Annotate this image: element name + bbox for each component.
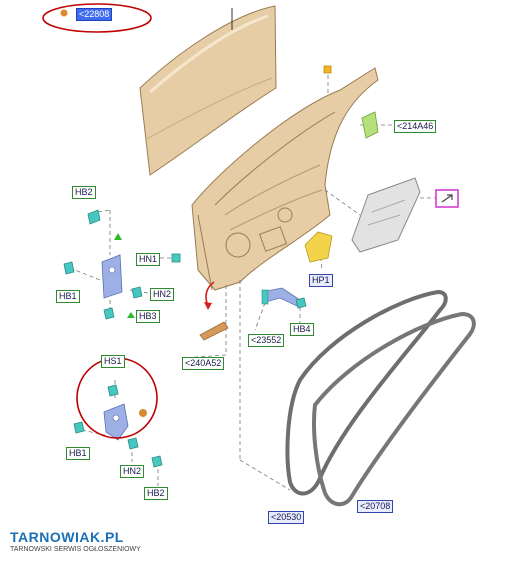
- part-label-HB1-upper[interactable]: HB1: [56, 290, 80, 303]
- part-label-HN1[interactable]: HN1: [136, 253, 161, 266]
- pin-icon[interactable]: [114, 233, 122, 240]
- trim-panel[interactable]: [351, 177, 421, 253]
- bolt-icon[interactable]: [87, 209, 101, 225]
- part-label-20530[interactable]: <20530: [268, 511, 305, 524]
- bolt-icon[interactable]: [131, 286, 143, 299]
- bolt-icon[interactable]: [73, 421, 85, 434]
- part-label-HB4[interactable]: HB4: [290, 323, 314, 336]
- lock-part[interactable]: [304, 231, 333, 263]
- pin-icon[interactable]: [127, 312, 135, 318]
- part-label-HS1[interactable]: HS1: [101, 355, 125, 368]
- clip-part[interactable]: [323, 65, 332, 74]
- watermark-tagline: TARNOWSKI SERWIS OGŁOSZENIOWY: [10, 546, 141, 553]
- bolt-icon[interactable]: [63, 261, 75, 275]
- door-seal-inner[interactable]: [312, 311, 476, 507]
- part-label-214A46[interactable]: <214A46: [394, 120, 437, 133]
- bolt-icon[interactable]: [127, 437, 139, 450]
- part-label-23552[interactable]: <23552: [248, 334, 285, 347]
- highlight-circle-top: [42, 3, 152, 33]
- bolt-icon[interactable]: [171, 253, 181, 263]
- bolt-icon[interactable]: [151, 455, 163, 468]
- watermark-name: TARNOWIAK.PL: [10, 529, 124, 545]
- part-label-HB2-upper[interactable]: HB2: [72, 186, 96, 199]
- part-label-HB2-lower[interactable]: HB2: [144, 487, 168, 500]
- weatherstrip-part[interactable]: [361, 111, 379, 139]
- bolt-icon[interactable]: [295, 297, 307, 309]
- external-link-icon[interactable]: [435, 189, 459, 208]
- bolt-icon[interactable]: [107, 384, 119, 397]
- part-label-HB1-lower[interactable]: HB1: [66, 447, 90, 460]
- upper-hinge[interactable]: [101, 254, 123, 299]
- watermark: TARNOWIAK.PL TARNOWSKI SERWIS OGŁOSZENIO…: [10, 529, 141, 553]
- door-check-strap[interactable]: [261, 287, 301, 307]
- door-inner-frame[interactable]: [191, 67, 379, 291]
- arrow-icon: [204, 302, 212, 310]
- part-label-HB3[interactable]: HB3: [136, 310, 160, 323]
- bolt-icon[interactable]: [103, 307, 115, 320]
- part-label-20708[interactable]: <20708: [357, 500, 394, 513]
- part-label-HN2-lower[interactable]: HN2: [120, 465, 145, 478]
- part-label-240A52[interactable]: <240A52: [182, 357, 225, 370]
- pin-icon[interactable]: [139, 409, 147, 417]
- door-seal-outer[interactable]: [285, 289, 448, 496]
- pin-icon: [60, 9, 68, 17]
- door-outer-panel[interactable]: [139, 5, 277, 176]
- bracket-part[interactable]: [199, 321, 229, 341]
- part-label-HN2-upper[interactable]: HN2: [150, 288, 175, 301]
- part-label-HP1[interactable]: HP1: [309, 274, 333, 287]
- part-label-22808[interactable]: <22808: [76, 8, 113, 21]
- lower-hinge[interactable]: [103, 403, 129, 441]
